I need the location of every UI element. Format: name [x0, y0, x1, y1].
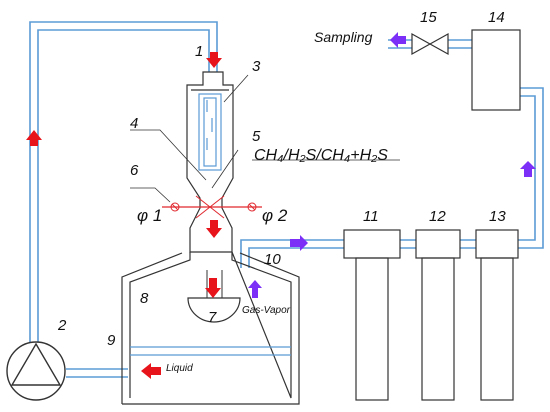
sample-tube	[198, 93, 222, 171]
chamber	[121, 251, 300, 405]
label-5: 5	[252, 128, 261, 145]
valve-icon	[411, 32, 449, 56]
filter-12	[415, 229, 461, 401]
filter-bank	[343, 229, 519, 401]
gas-vapor-label: Gas-Vapor	[242, 305, 291, 316]
arrow-chamber	[205, 278, 221, 298]
detector-phi1	[170, 202, 180, 212]
pipe-to-valve	[448, 39, 472, 49]
leader-lines	[130, 74, 400, 203]
label-7: 7	[208, 309, 217, 326]
label-11: 11	[363, 208, 379, 225]
arrow-gas-vapor	[248, 280, 262, 298]
detector-phi2	[247, 202, 257, 212]
phi1-label: φ 1	[137, 206, 162, 225]
laser-beam	[162, 195, 262, 219]
label-13: 13	[489, 208, 506, 225]
filter-11	[343, 229, 401, 401]
pipe-pump-to-inlet	[29, 21, 218, 348]
arrow-up-left	[26, 130, 42, 146]
label-3: 3	[252, 58, 261, 75]
droplet-dish	[187, 297, 241, 323]
phi2-label: φ 2	[262, 206, 288, 225]
label-9: 9	[107, 332, 116, 349]
label-1: 1	[195, 43, 203, 60]
liquid-label: Liquid	[166, 363, 193, 374]
filter-13	[475, 229, 519, 401]
sampling-label: Sampling	[314, 29, 373, 45]
analyzer-box	[471, 29, 521, 111]
label-8: 8	[140, 290, 149, 307]
pump-icon	[6, 341, 66, 401]
label-14: 14	[488, 9, 505, 26]
label-12: 12	[429, 208, 446, 225]
label-4: 4	[130, 115, 138, 132]
arrow-gas-outlet	[290, 235, 308, 251]
arrow-column	[206, 220, 222, 238]
label-2: 2	[57, 317, 67, 334]
label-10: 10	[264, 251, 281, 268]
arrow-sampling	[390, 32, 406, 48]
label-6: 6	[130, 162, 139, 179]
gas-formula-label: CH₄/H₂S/CH₄+H₂S	[254, 147, 388, 164]
label-15: 15	[420, 9, 437, 26]
flow-arrows	[26, 32, 536, 379]
arrow-inlet	[206, 52, 222, 68]
arrow-to-analyzer	[520, 161, 536, 177]
pipe-network	[29, 21, 544, 378]
arrow-liquid	[141, 363, 161, 379]
pipe-gas-outlet	[240, 239, 344, 268]
